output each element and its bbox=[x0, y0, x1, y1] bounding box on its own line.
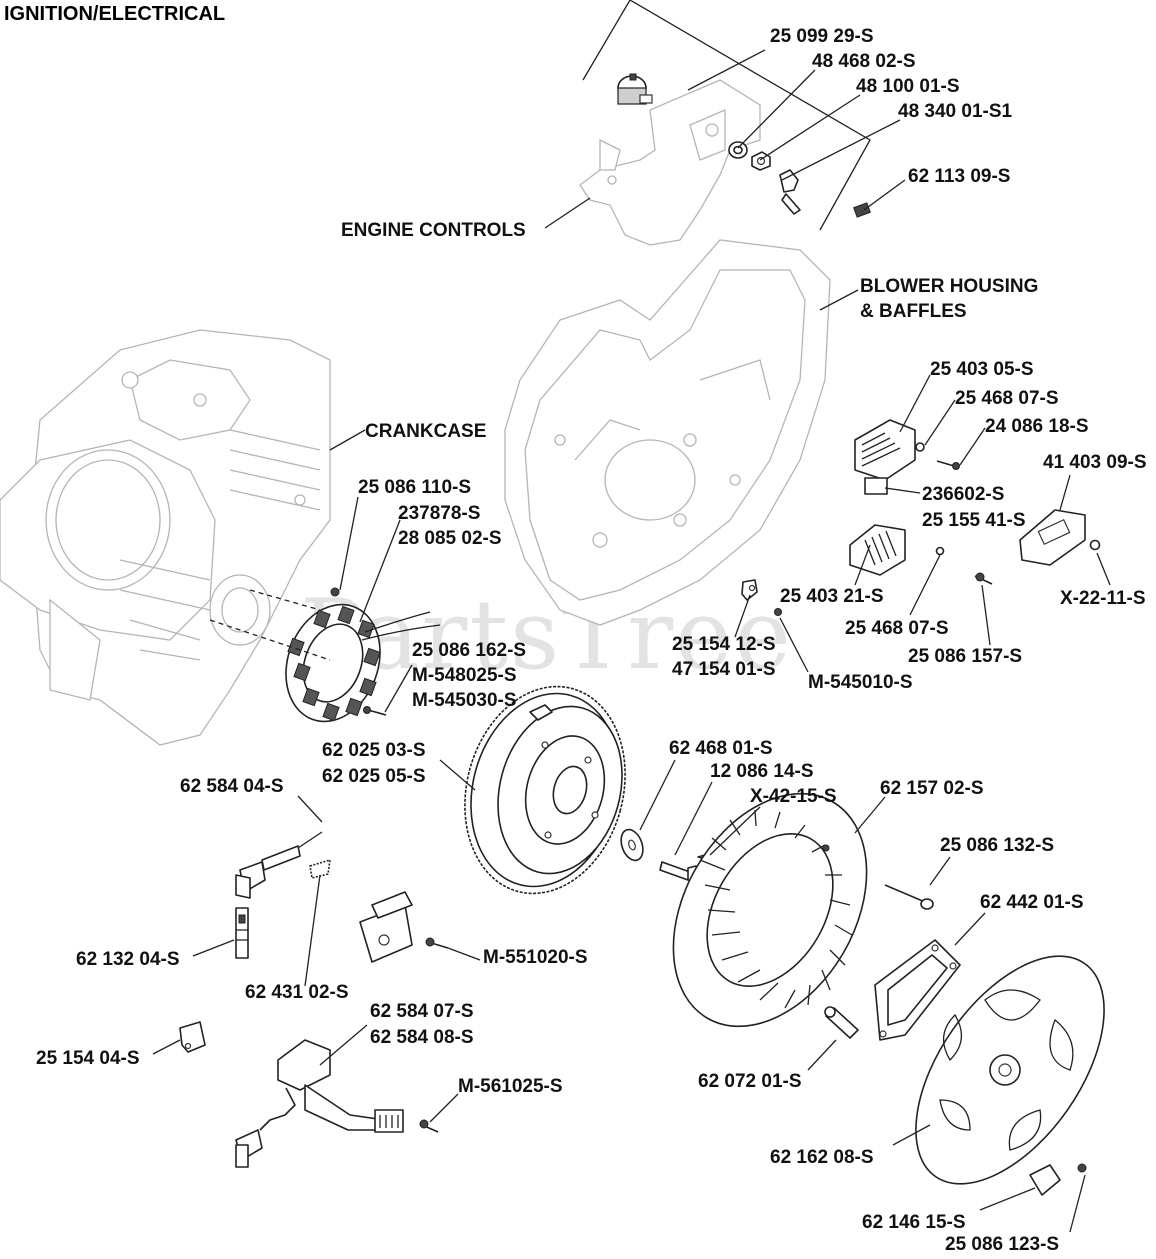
label-engine-controls: ENGINE CONTROLS bbox=[341, 220, 526, 241]
label-25468-07b: 25 468 07-S bbox=[845, 618, 949, 639]
label-25155-41: 25 155 41-S bbox=[922, 510, 1026, 531]
label-62157-02: 62 157 02-S bbox=[880, 778, 984, 799]
label-25086-162: 25 086 162-S bbox=[412, 640, 526, 661]
label-236602: 236602-S bbox=[922, 484, 1004, 505]
ignition-switch-part bbox=[617, 73, 653, 105]
label-25099-29: 25 099 29-S bbox=[770, 26, 874, 47]
stator-part bbox=[209, 587, 441, 723]
label-m561025: M-561025-S bbox=[458, 1076, 563, 1097]
page-title: IGNITION/ELECTRICAL bbox=[4, 3, 225, 25]
label-48468-02: 48 468 02-S bbox=[812, 51, 916, 72]
label-62072-01: 62 072 01-S bbox=[698, 1071, 802, 1092]
label-blower-housing-1: BLOWER HOUSING bbox=[860, 276, 1038, 297]
label-62025-03: 62 025 03-S bbox=[322, 740, 426, 761]
crankcase-part bbox=[0, 329, 331, 746]
label-62468-01: 62 468 01-S bbox=[669, 738, 773, 759]
label-crankcase: CRANKCASE bbox=[365, 421, 486, 442]
label-25403-05: 25 403 05-S bbox=[930, 359, 1034, 380]
label-x42-15: X-42-15-S bbox=[750, 786, 837, 807]
label-m545030: M-545030-S bbox=[412, 690, 517, 711]
label-x22-11: X-22-11-S bbox=[1060, 588, 1146, 609]
flywheel-part bbox=[464, 685, 626, 895]
leader-lines bbox=[152, 0, 1111, 1233]
label-25086-132: 25 086 132-S bbox=[940, 835, 1054, 856]
label-47154-01: 47 154 01-S bbox=[672, 659, 776, 680]
label-62584-07: 62 584 07-S bbox=[370, 1001, 474, 1022]
switch-hardware bbox=[728, 141, 871, 218]
label-28085-02: 28 085 02-S bbox=[398, 528, 502, 549]
rotating-screen-part bbox=[915, 955, 1105, 1196]
engine-controls-part bbox=[579, 79, 761, 246]
spacer-part bbox=[824, 1006, 859, 1039]
label-62025-05: 62 025 05-S bbox=[322, 766, 426, 787]
label-62584-08: 62 584 08-S bbox=[370, 1027, 474, 1048]
label-25154-12: 25 154 12-S bbox=[672, 634, 776, 655]
label-25086-157: 25 086 157-S bbox=[908, 646, 1022, 667]
label-62132-04: 62 132 04-S bbox=[76, 949, 180, 970]
label-62442-01: 62 442 01-S bbox=[980, 892, 1084, 913]
long-bolt-part bbox=[884, 884, 934, 910]
label-62584-04: 62 584 04-S bbox=[180, 776, 284, 797]
label-48100-01: 48 100 01-S bbox=[856, 76, 960, 97]
label-12086-14: 12 086 14-S bbox=[710, 761, 814, 782]
label-25154-04: 25 154 04-S bbox=[36, 1048, 140, 1069]
label-m548025: M-548025-S bbox=[412, 665, 517, 686]
label-62113-09: 62 113 09-S bbox=[908, 166, 1010, 187]
label-24086-18: 24 086 18-S bbox=[985, 416, 1089, 437]
label-25086-110: 25 086 110-S bbox=[358, 477, 471, 498]
label-25403-21: 25 403 21-S bbox=[780, 586, 884, 607]
label-m545010: M-545010-S bbox=[808, 672, 913, 693]
label-blower-housing-2: & BAFFLES bbox=[860, 301, 967, 322]
callout-labels: 25 099 29-S 48 468 02-S 48 100 01-S 48 3… bbox=[36, 26, 1147, 1255]
label-m551020: M-551020-S bbox=[483, 947, 588, 968]
label-62431-02: 62 431 02-S bbox=[245, 982, 349, 1003]
wire-harness-part bbox=[235, 1039, 439, 1168]
label-62146-15: 62 146 15-S bbox=[862, 1212, 966, 1233]
label-237878: 237878-S bbox=[398, 503, 480, 524]
ignition-coil-part bbox=[179, 810, 449, 1053]
label-41403-09: 41 403 09-S bbox=[1043, 452, 1147, 473]
label-48340-01: 48 340 01-S1 bbox=[898, 101, 1013, 122]
gasket-part bbox=[874, 939, 961, 1041]
label-25468-07a: 25 468 07-S bbox=[955, 388, 1059, 409]
label-25086-123: 25 086 123-S bbox=[945, 1234, 1059, 1255]
cooling-fan-part bbox=[672, 792, 868, 1028]
blower-housing-part bbox=[504, 239, 831, 626]
label-62162-08: 62 162 08-S bbox=[770, 1147, 874, 1168]
rectifier-regulator-part bbox=[741, 419, 1101, 616]
